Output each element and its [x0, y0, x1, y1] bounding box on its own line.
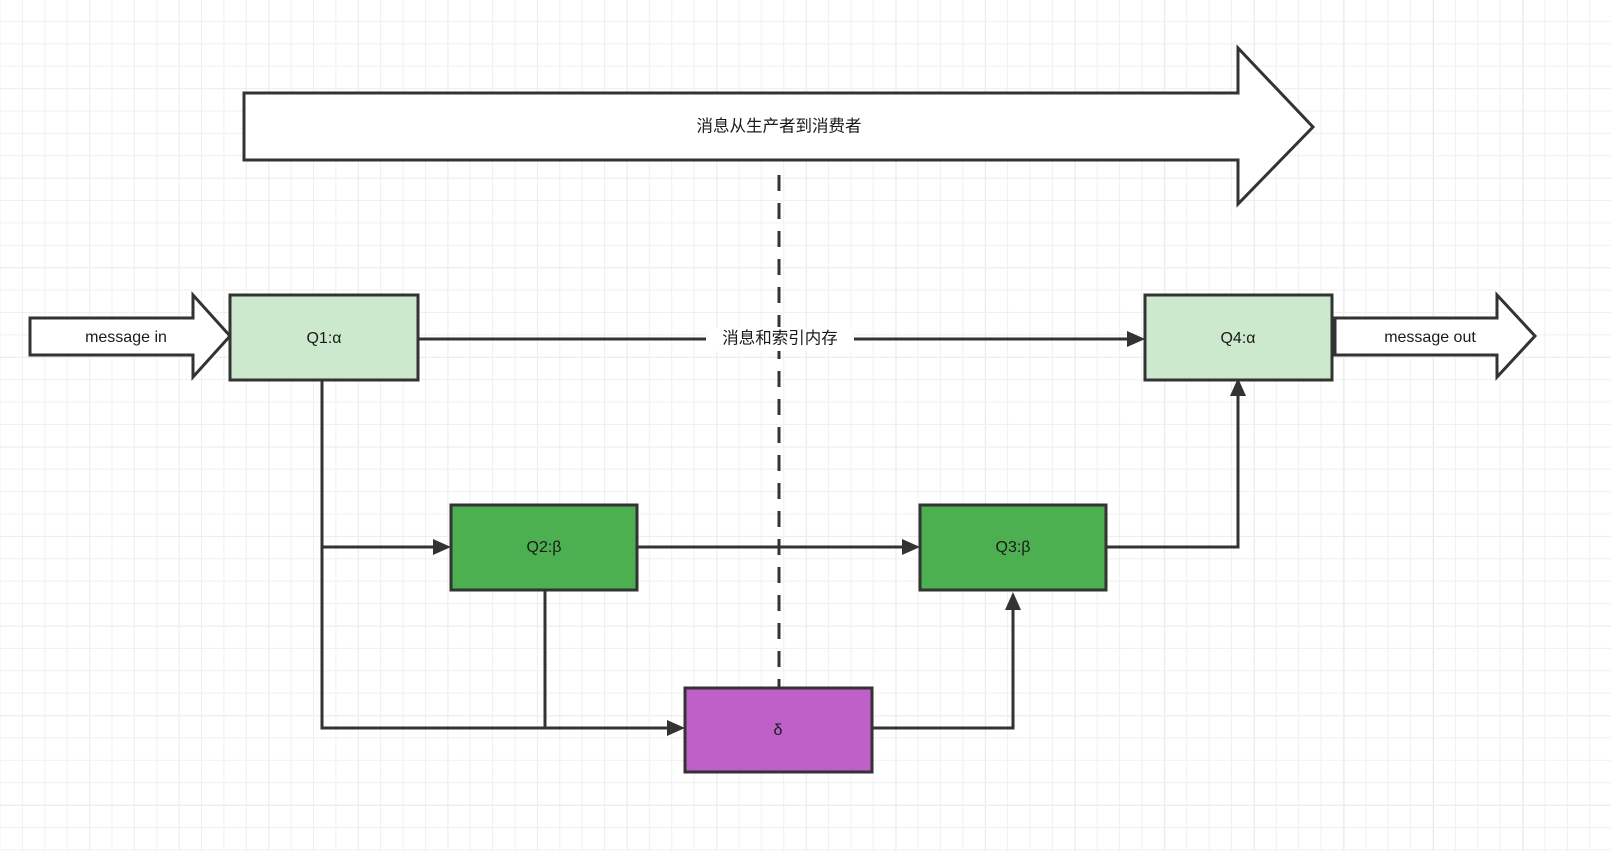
edge-q2-to-q3-arrowhead — [902, 539, 920, 555]
node-delta[interactable]: δ — [683, 686, 874, 774]
edge-q2-to-q3[interactable] — [637, 539, 920, 555]
node-q4-rect — [1143, 293, 1334, 382]
node-q3-rect — [918, 503, 1108, 592]
message-in-arrow-label: message in — [85, 329, 167, 346]
message-in-arrow[interactable]: message in — [28, 291, 233, 381]
node-q1-label: Q1:α — [306, 330, 341, 347]
edge-q1-to-q2-line — [320, 378, 442, 549]
edge-q1-to-q4-arrowhead — [1127, 331, 1145, 347]
edge-q1-to-q4[interactable]: 消息和索引内存 — [418, 327, 1145, 351]
node-delta-label: δ — [774, 722, 783, 739]
node-delta-rect — [683, 686, 874, 774]
producer-to-consumer-arrow[interactable]: 消息从生产者到消费者 — [242, 44, 1316, 208]
edge-delta-to-q3[interactable] — [872, 592, 1021, 730]
edge-q1-to-q4-label: 消息和索引内存 — [722, 329, 838, 348]
message-in-arrow-shape — [28, 291, 233, 381]
edge-q1-to-q4-label-bg — [706, 327, 854, 351]
edge-q1-to-q2[interactable] — [320, 378, 451, 555]
edge-q1-to-delta-line — [320, 547, 676, 730]
node-q4-label: Q4:α — [1220, 330, 1255, 347]
node-q2[interactable]: Q2:β — [449, 503, 639, 592]
message-out-arrow-shape — [1333, 291, 1538, 381]
node-q2-label: Q2:β — [527, 539, 562, 556]
node-q3-label: Q3:β — [996, 539, 1031, 556]
edge-q1-to-q2-arrowhead — [433, 539, 451, 555]
edge-q1-to-delta[interactable] — [320, 547, 685, 736]
edge-delta-to-q3-arrowhead — [1005, 592, 1021, 610]
edge-q1-to-delta-arrowhead — [667, 720, 685, 736]
producer-to-consumer-arrow-shape — [242, 44, 1316, 208]
message-out-arrow-label: message out — [1384, 329, 1476, 346]
node-q3[interactable]: Q3:β — [918, 503, 1108, 592]
edge-delta-to-q3-line — [872, 601, 1015, 730]
node-q2-rect — [449, 503, 639, 592]
node-q1[interactable]: Q1:α — [228, 293, 420, 382]
message-out-arrow[interactable]: message out — [1333, 291, 1538, 381]
edge-q3-to-q4-line — [1105, 387, 1240, 549]
producer-to-consumer-arrow-label: 消息从生产者到消费者 — [697, 117, 862, 136]
node-q1-rect — [228, 293, 420, 382]
edge-q3-to-q4-arrowhead — [1230, 378, 1246, 396]
edge-q3-to-q4[interactable] — [1105, 378, 1246, 549]
node-q4[interactable]: Q4:α — [1143, 293, 1334, 382]
